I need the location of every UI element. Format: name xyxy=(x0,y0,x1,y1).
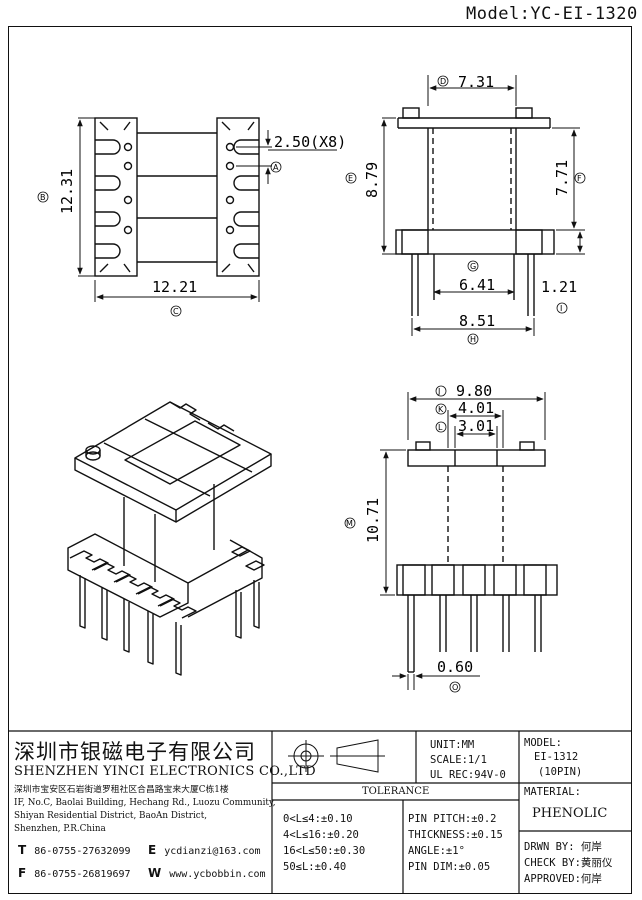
approved-by: APPROVED:何岸 xyxy=(524,873,602,885)
marker-K: K xyxy=(438,405,444,414)
marker-E: E xyxy=(348,174,353,183)
material-value: PHENOLIC xyxy=(532,806,608,821)
marker-L: L xyxy=(438,423,443,432)
email-address[interactable]: ycdianzi@163.com xyxy=(164,846,261,857)
address-en-1: IF, No.C, Baolai Building, Hechang Rd., … xyxy=(14,798,276,808)
drawn-by: DRWN BY: 何岸 xyxy=(524,841,602,853)
marker-J: J xyxy=(437,387,440,396)
fax-number: 86-0755-26819697 xyxy=(34,869,131,880)
marker-H: H xyxy=(470,335,476,344)
isometric-view xyxy=(67,401,272,676)
email-icon: E xyxy=(148,843,157,857)
thickness: THICKNESS:±0.15 xyxy=(408,829,503,841)
dim-7-71: 7.71 xyxy=(553,160,571,196)
angle: ANGLE:±1° xyxy=(408,845,465,857)
top-view-right-slots xyxy=(221,121,259,273)
company-name-cn: 深圳市银磁电子有限公司 xyxy=(14,740,256,764)
scale-text: SCALE:1/1 xyxy=(430,754,487,766)
top-view xyxy=(94,117,260,277)
marker-B: B xyxy=(40,193,46,202)
fax-row: F 86-0755-26819697 xyxy=(18,866,131,880)
dim-12-21: 12.21 xyxy=(152,278,197,296)
ul-rec-text: UL REC:94V-0 xyxy=(430,769,506,781)
dim-3-01: 3.01 xyxy=(458,417,494,435)
material-label: MATERIAL: xyxy=(524,786,581,798)
drawing-frame xyxy=(8,26,632,894)
web-icon: W xyxy=(148,866,162,880)
dim-12-31: 12.31 xyxy=(58,169,76,214)
tolerance-2: 4<L≤16:±0.20 xyxy=(283,829,359,841)
pin-dim: PIN DIM:±0.05 xyxy=(408,861,491,873)
address-en-3: Shenzhen, P.R.China xyxy=(14,824,106,834)
tolerance-4: 50≤L:±0.40 xyxy=(283,861,347,873)
dim-6-41: 6.41 xyxy=(459,276,495,294)
dim-1-21: 1.21 xyxy=(541,278,577,296)
marker-G: G xyxy=(470,262,476,271)
model-value: EI-1312 xyxy=(534,751,579,763)
dim-7-31: 7.31 xyxy=(458,73,494,91)
check-by: CHECK BY:黄丽仪 xyxy=(524,857,613,869)
company-name-en: SHENZHEN YINCI ELECTRONICS CO.,LTD xyxy=(14,764,316,779)
marker-A: A xyxy=(273,163,279,172)
marker-M: M xyxy=(346,519,353,528)
tel-number: 86-0755-27632099 xyxy=(34,846,131,857)
dim-4-01: 4.01 xyxy=(458,399,494,417)
tel-row: T 86-0755-27632099 xyxy=(18,843,131,857)
tolerance-title: TOLERANCE xyxy=(362,786,430,797)
front-view xyxy=(396,441,558,673)
marker-I: I xyxy=(560,304,562,313)
tel-icon: T xyxy=(18,843,27,857)
projection-symbol xyxy=(288,739,385,773)
top-view-right-flange xyxy=(216,117,260,277)
top-view-left-flange xyxy=(94,117,138,277)
address-cn: 深圳市宝安区石岩街道罗租社区合昌路宝来大厦C栋1楼 xyxy=(14,785,229,795)
tolerance-3: 16<L≤50:±0.30 xyxy=(283,845,366,857)
dim-2-50: 2.50(X8) xyxy=(274,133,346,151)
dim-8-51: 8.51 xyxy=(459,312,495,330)
marker-O: O xyxy=(452,683,458,692)
unit-text: UNIT:MM xyxy=(430,739,475,751)
web-address[interactable]: www.ycbobbin.com xyxy=(169,869,266,880)
dim-8-79: 8.79 xyxy=(363,162,381,198)
marker-F: F xyxy=(577,174,582,183)
fax-icon: F xyxy=(18,866,27,880)
model-label: MODEL: xyxy=(524,737,562,749)
marker-C: C xyxy=(173,307,179,316)
side-view xyxy=(395,107,555,316)
dim-9-80: 9.80 xyxy=(456,382,492,400)
top-view-left-slots xyxy=(95,121,133,273)
pin-pitch: PIN PITCH:±0.2 xyxy=(408,813,497,825)
dim-0-60: 0.60 xyxy=(437,658,473,676)
tolerance-1: 0<L≤4:±0.10 xyxy=(283,813,353,825)
model-title: Model:YC-EI-1320 xyxy=(466,4,638,24)
dim-10-71: 10.71 xyxy=(364,498,382,543)
address-en-2: Shiyan Residential District, BaoAn Distr… xyxy=(14,811,208,821)
title-block-grid xyxy=(8,730,632,894)
model-pins: (10PIN) xyxy=(538,766,583,778)
marker-D: D xyxy=(440,77,446,86)
